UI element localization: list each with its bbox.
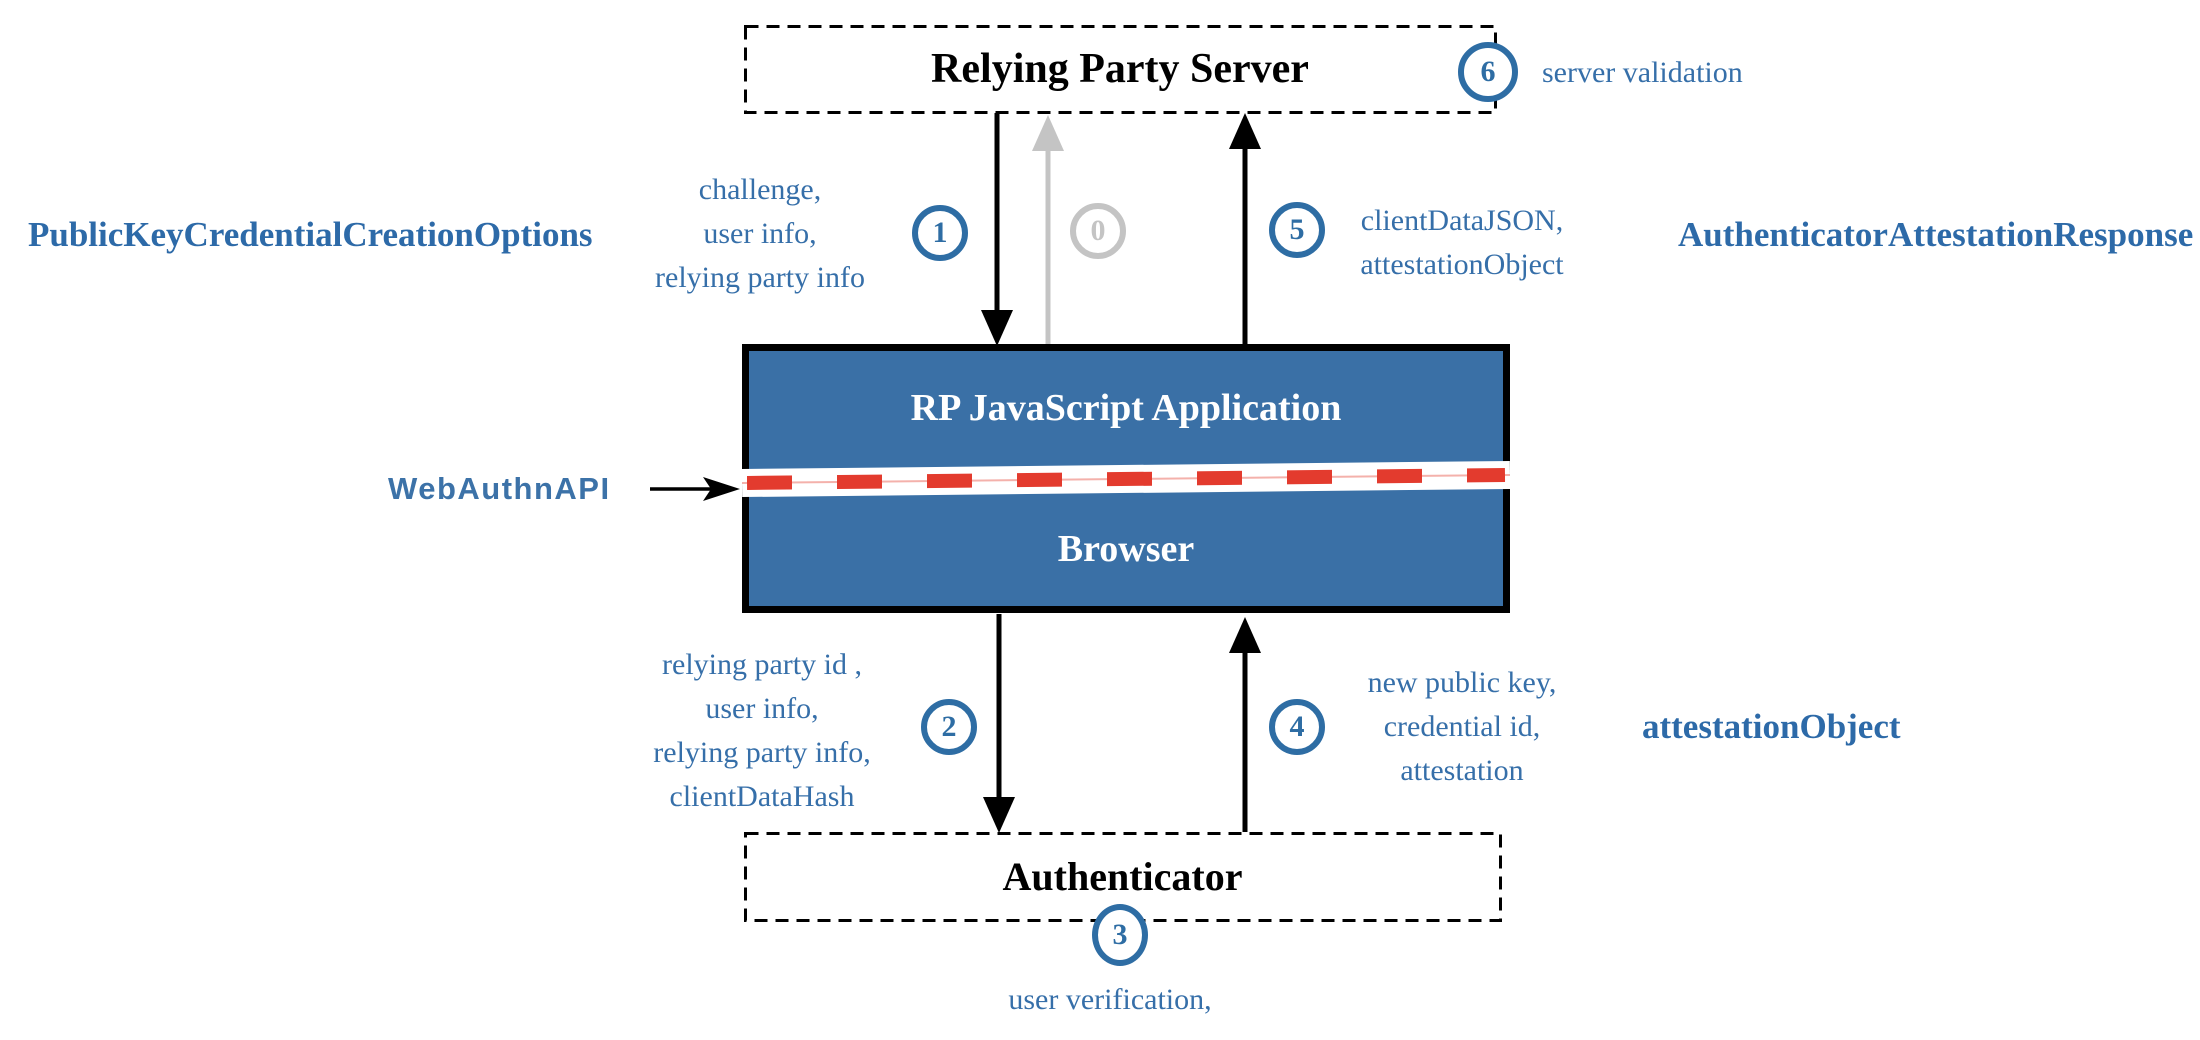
webauthn-api-boundary-strip bbox=[741, 460, 1511, 497]
step-6-badge: 6 bbox=[1458, 42, 1518, 102]
step-4-badge: 4 bbox=[1269, 699, 1325, 755]
publickey-credential-creation-options-label: PublicKeyCredentialCreationOptions bbox=[28, 215, 593, 254]
step-5-message: clientDataJSON, attestationObject bbox=[1360, 204, 1564, 281]
step-0-badge: 0 bbox=[1070, 203, 1126, 259]
step-4-message: new public key, credential id, attestati… bbox=[1367, 666, 1557, 787]
step-0-number: 0 bbox=[1090, 214, 1106, 247]
attestation-object-label: attestationObject bbox=[1642, 707, 1901, 746]
webauthn-api-label: WebAuthnAPI bbox=[388, 471, 611, 506]
step-2-number: 2 bbox=[941, 710, 957, 743]
browser-label: Browser bbox=[1057, 528, 1195, 571]
api-boundary-red-dashes-icon bbox=[746, 467, 1506, 490]
authenticator-box: Authenticator bbox=[745, 833, 1500, 920]
webauthn-api-pointer-arrow-icon bbox=[650, 477, 740, 501]
step-3-badge: 3 bbox=[1092, 904, 1148, 966]
authenticator-attestation-response-label: AuthenticatorAttestationResponse bbox=[1678, 215, 2194, 254]
browser-box: RP JavaScript Application Browser bbox=[741, 344, 1511, 613]
step-3-number: 3 bbox=[1112, 918, 1128, 951]
relying-party-server-title: Relying Party Server bbox=[931, 46, 1309, 92]
step-1-message: challenge, user info, relying party info bbox=[655, 173, 865, 294]
step-6-number: 6 bbox=[1480, 55, 1496, 88]
step-1-badge: 1 bbox=[912, 205, 968, 261]
arrow-step4-up-icon bbox=[1229, 617, 1261, 832]
arrow-step5-up-icon bbox=[1229, 113, 1261, 344]
step-2-message: relying party id , user info, relying pa… bbox=[653, 648, 871, 813]
step-1-number: 1 bbox=[932, 216, 948, 249]
step-4-number: 4 bbox=[1289, 710, 1305, 743]
rp-js-application-label: RP JavaScript Application bbox=[910, 386, 1342, 429]
authenticator-title: Authenticator bbox=[1002, 854, 1243, 899]
step-5-number: 5 bbox=[1289, 213, 1305, 246]
step-2-badge: 2 bbox=[921, 699, 977, 755]
relying-party-server-box: Relying Party Server bbox=[745, 26, 1495, 112]
step-3-message: user verification, bbox=[1008, 983, 1212, 1016]
step-5-badge: 5 bbox=[1269, 202, 1325, 258]
step-6-message: server validation bbox=[1542, 56, 1743, 89]
arrow-step0-up-gray-icon bbox=[1032, 115, 1064, 344]
arrow-step2-down-icon bbox=[983, 614, 1015, 833]
arrow-step1-down-icon bbox=[981, 113, 1013, 346]
